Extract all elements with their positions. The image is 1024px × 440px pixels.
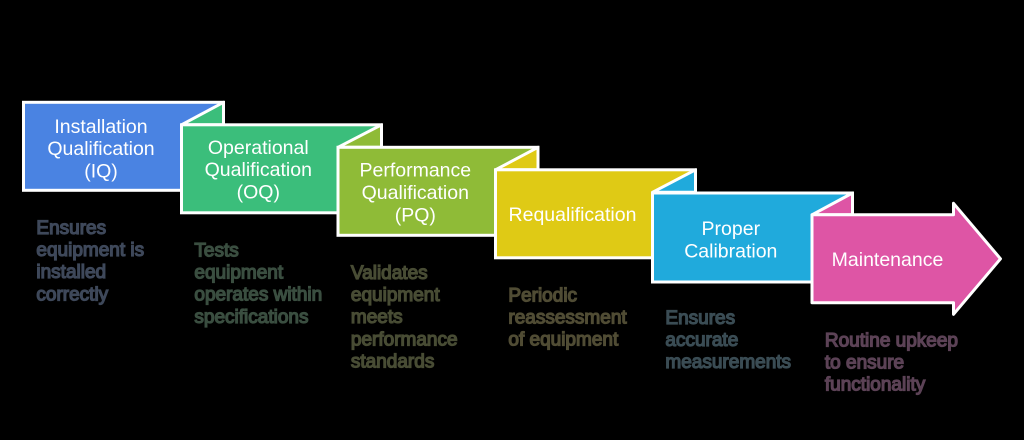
svg-text:specifications: specifications [194,307,308,328]
svg-text:Maintenance: Maintenance [832,249,944,271]
svg-text:Routine upkeep: Routine upkeep [825,330,958,351]
svg-text:performance: performance [351,329,458,350]
svg-text:standards: standards [351,352,434,373]
svg-text:Qualification: Qualification [205,159,312,181]
svg-text:to ensure: to ensure [825,353,904,374]
svg-text:of equipment: of equipment [508,330,619,351]
svg-text:equipment is: equipment is [36,240,144,261]
svg-text:(IQ): (IQ) [84,161,118,183]
svg-text:Performance: Performance [359,160,471,182]
svg-text:Operational: Operational [208,137,309,159]
svg-text:measurements: measurements [665,352,791,373]
svg-text:meets: meets [351,307,403,328]
svg-text:Qualification: Qualification [362,182,469,204]
svg-text:accurate: accurate [665,330,738,351]
svg-text:Ensures: Ensures [36,218,106,239]
svg-text:equipment: equipment [351,285,440,306]
svg-text:(OQ): (OQ) [237,182,280,204]
svg-text:correctly: correctly [36,284,108,305]
svg-text:Ensures: Ensures [665,308,735,329]
svg-text:(PQ): (PQ) [395,204,436,226]
svg-text:Calibration: Calibration [684,241,777,263]
svg-text:equipment: equipment [194,263,283,284]
svg-text:Validates: Validates [351,263,428,284]
svg-text:Proper: Proper [702,218,761,240]
svg-text:Installation: Installation [54,116,147,138]
svg-text:functionality: functionality [825,375,926,396]
svg-text:operates within: operates within [194,285,322,306]
svg-text:Requalification: Requalification [509,204,637,226]
svg-text:Periodic: Periodic [508,285,577,306]
svg-text:Qualification: Qualification [47,138,154,160]
svg-text:Tests: Tests [194,240,238,261]
svg-text:reassessment: reassessment [508,308,627,329]
svg-text:installed: installed [36,262,106,283]
